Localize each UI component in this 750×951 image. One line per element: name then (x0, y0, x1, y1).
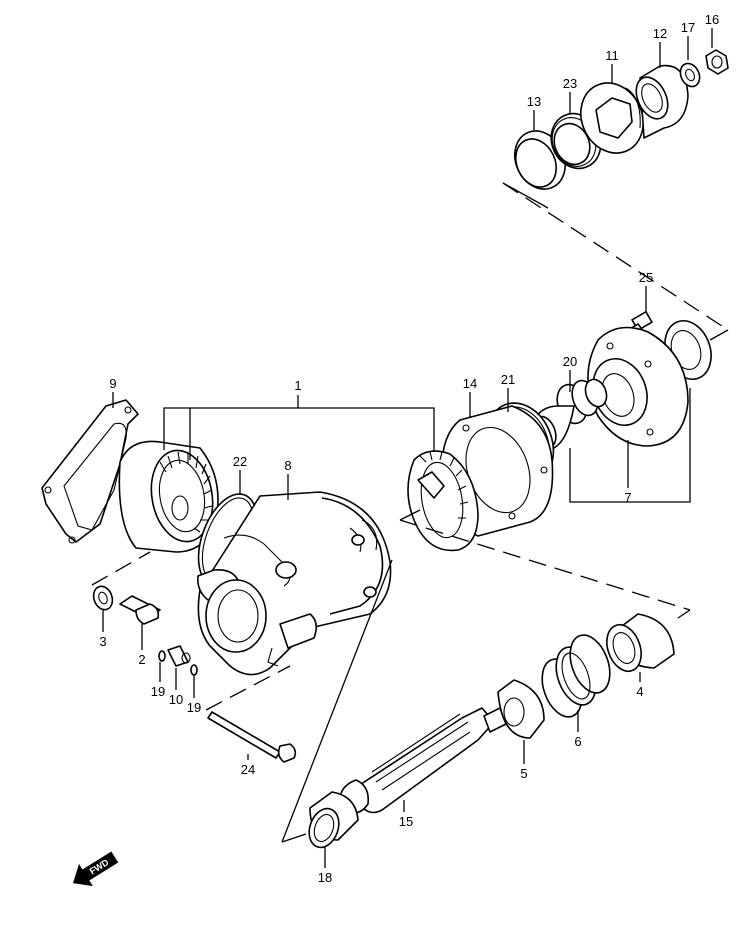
part-3-washer (92, 585, 114, 611)
callout-6: 6 (574, 734, 581, 749)
bracket-1 (163, 407, 435, 458)
callout-2: 2 (138, 652, 145, 667)
callout-8: 8 (284, 458, 291, 473)
callout-5: 5 (520, 766, 527, 781)
callout-16: 16 (705, 12, 719, 27)
top-assembly (514, 49, 729, 190)
callout-12: 12 (653, 26, 667, 41)
bracket-shaft-right (677, 609, 691, 619)
callout-14: 14 (463, 376, 477, 391)
callout-20: 20 (563, 354, 577, 369)
part-1-right-gear (407, 450, 479, 552)
callout-10: 10 (169, 692, 183, 707)
part-6-spring (541, 634, 611, 718)
callout-19-left: 19 (151, 684, 165, 699)
part-19-oring-a (158, 650, 166, 662)
callout-25: 25 (639, 270, 653, 285)
dashed-connector-left (91, 551, 151, 586)
callout-23: 23 (563, 76, 577, 91)
callout-19-right: 19 (187, 700, 201, 715)
dashed-connector-bottom (205, 665, 291, 711)
callout-1: 1 (294, 378, 301, 393)
part-1-left-gear (118, 440, 219, 553)
callout-22: 22 (233, 454, 247, 469)
dashed-connector-top (502, 182, 729, 331)
bracket-7 (569, 388, 691, 503)
leader-lines (102, 28, 713, 868)
bracket-shaft-left (399, 509, 421, 521)
part-5-clutch (497, 679, 545, 739)
part-12-sleeve (635, 64, 689, 139)
part-18-bearing (308, 791, 359, 849)
part-20-shims (556, 378, 608, 425)
bracket-18-bottom (281, 833, 307, 843)
part-8-gear-case (197, 491, 392, 676)
part-19-oring-b (190, 664, 198, 676)
callout-13: 13 (527, 94, 541, 109)
fwd-arrow-shape (72, 851, 119, 887)
dashed-connector-shaft (399, 519, 691, 611)
part-2-bolt (119, 595, 161, 625)
callout-3: 3 (99, 634, 106, 649)
part-17-washer (679, 62, 701, 88)
callout-17: 17 (681, 20, 695, 35)
callout-11: 11 (605, 48, 619, 63)
callout-15: 15 (399, 814, 413, 829)
part-24-bolt (207, 711, 297, 763)
bracket-18-vertical (281, 559, 393, 843)
fwd-direction-arrow: FWD (72, 851, 119, 887)
leader-line-25-connector (709, 329, 729, 341)
callout-9: 9 (109, 376, 116, 391)
callout-4: 4 (636, 684, 643, 699)
callout-24: 24 (241, 762, 255, 777)
part-11-nut (580, 82, 644, 154)
part-10-pin (167, 645, 191, 667)
part-4-gear-sleeve (606, 613, 675, 673)
callout-18: 18 (318, 870, 332, 885)
callout-21: 21 (501, 372, 515, 387)
callout-7: 7 (624, 490, 631, 505)
part-16-nut (705, 49, 729, 75)
part-15-shaft (339, 707, 507, 814)
callout-labels: 1 2 3 4 5 6 7 8 9 10 11 12 13 14 15 16 1… (99, 12, 719, 885)
